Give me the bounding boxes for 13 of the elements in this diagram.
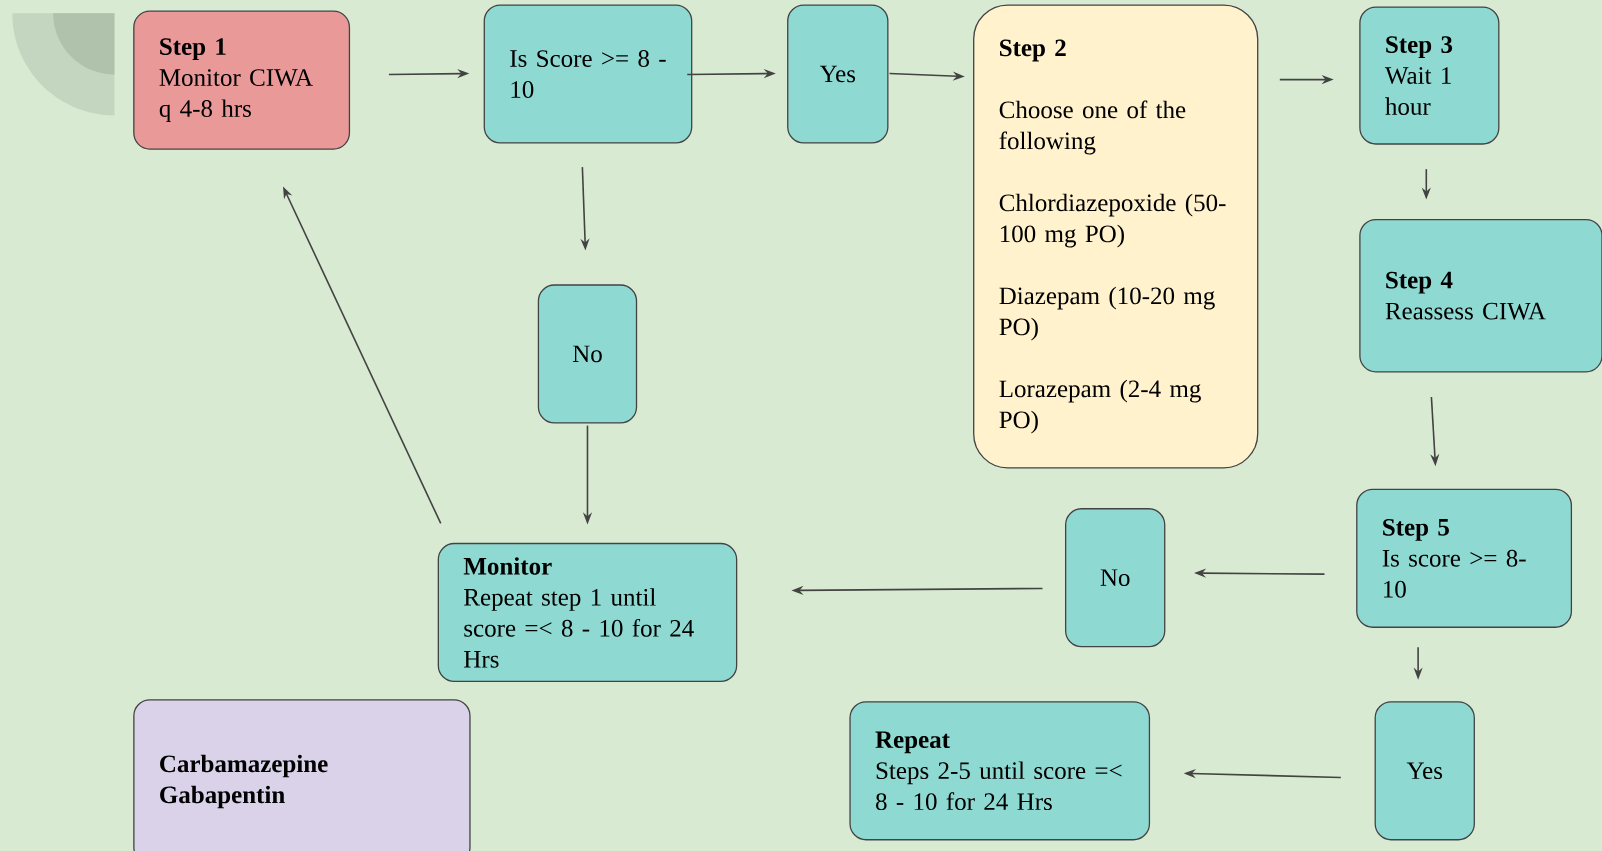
answer-box: Yes: [1374, 701, 1475, 841]
step-box: Step 4 Reassess CIWA: [1359, 218, 1602, 373]
step-box: Monitor Repeat step 1 until score =< 8 - 10 for 24 Hrs: [437, 542, 738, 683]
answer-box: Yes: [787, 4, 889, 144]
step-box: Step 3 Wait 1 hour: [1359, 6, 1500, 145]
medication-box: Carbamazepine Gabapentin: [133, 699, 471, 851]
decision-box: Is Score >= 8 - 10: [483, 4, 693, 144]
options-box: Step 2 Choose one of the following Chlordiazepoxide (50-100 mg PO) Diazepam (10-20 mg PO) Lorazepam (2-4 mg PO): [973, 4, 1259, 469]
step-box: Repeat Steps 2-5 until score =< 8 - 10 for 24 Hrs: [849, 701, 1151, 841]
answer-box: No: [1065, 508, 1166, 648]
step-box: Step 1 Monitor CIWA q 4-8 hrs: [133, 10, 351, 150]
answer-box: No: [537, 284, 638, 424]
decision-box: Step 5 Is score >= 8-10: [1356, 488, 1573, 628]
